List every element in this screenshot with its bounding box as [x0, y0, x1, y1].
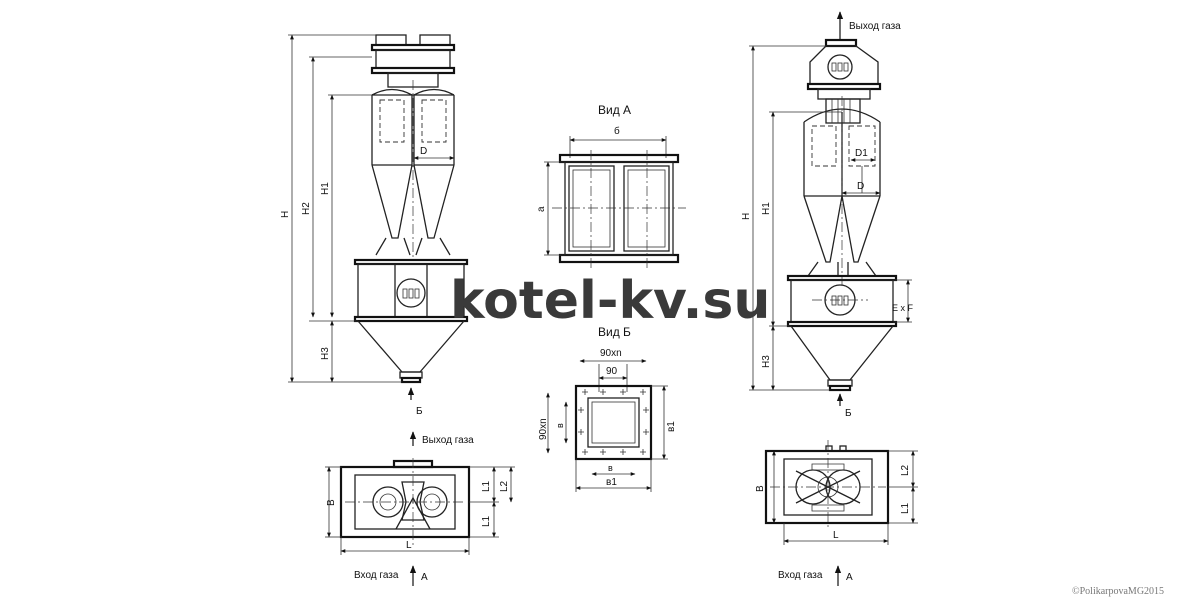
plan-right-inlet-arrow: А	[846, 572, 853, 583]
front-elevation-view: Б H H2 H1 H3 D	[280, 34, 469, 417]
plan-left-inlet-label: Вход газа	[354, 570, 399, 581]
plan-left-dim-l: L	[406, 540, 412, 551]
plan-right-dim-l1: L1	[900, 502, 911, 514]
side-arrow-label: Б	[845, 408, 852, 419]
front-arrow-label: Б	[416, 406, 423, 417]
front-dim-h3: H3	[320, 347, 331, 360]
view-b-title: Вид Б	[598, 325, 631, 339]
view-b-top-label-inner: 90	[606, 366, 618, 377]
plan-left-dim-l2: L2	[499, 480, 510, 492]
plan-left-inlet-arrow: А	[421, 572, 428, 583]
front-dim-h2: H2	[301, 202, 312, 215]
side-dim-d: D	[857, 181, 864, 192]
side-dim-d1: D1	[855, 148, 868, 159]
side-elevation-view: Выход газа	[741, 11, 914, 419]
view-b-top-label-outer: 90хn	[600, 348, 622, 359]
side-outlet-label: Выход газа	[849, 21, 901, 32]
plan-right-dim-b: B	[755, 485, 766, 492]
plan-right-dim-l2: L2	[900, 464, 911, 476]
front-dim-d: D	[420, 146, 427, 157]
view-b-bottom-label-outer: в1	[606, 477, 617, 488]
plan-left-dim-l1-top: L1	[481, 480, 492, 492]
plan-view-right: B L L2 L1 Вход газа А	[755, 440, 918, 586]
plan-left-dim-b: B	[326, 499, 337, 506]
view-b-left-label-outer: 90хn	[538, 418, 549, 440]
copyright: ©PolikarpovaMG2015	[1072, 586, 1164, 597]
view-a: Вид А б а	[536, 103, 686, 270]
view-a-height-label: а	[536, 206, 547, 212]
view-a-title: Вид А	[598, 103, 631, 117]
view-b: Вид Б 90хn 90 90хn в в1 в в1	[538, 325, 677, 492]
watermark: kotel-kv.su	[450, 271, 770, 331]
side-dim-h: H	[741, 213, 752, 220]
plan-view-left: Выход газа B L L1 L2 L1 Вход газа А	[325, 431, 515, 586]
side-dim-exf: E x F	[892, 303, 914, 313]
view-a-width-label: б	[614, 125, 620, 137]
view-b-right-label: в1	[666, 421, 677, 432]
plan-right-inlet-label: Вход газа	[778, 570, 823, 581]
plan-left-dim-l1-bottom: L1	[481, 515, 492, 527]
plan-left-outlet-label: Выход газа	[422, 435, 474, 446]
front-dim-h1: H1	[320, 182, 331, 195]
view-b-left-label-inner: в	[555, 423, 565, 428]
view-b-bottom-label-inner: в	[608, 463, 613, 473]
side-dim-h3: H3	[761, 355, 772, 368]
front-dim-h: H	[280, 211, 291, 218]
side-dim-h1: H1	[761, 202, 772, 215]
plan-right-dim-l: L	[833, 530, 839, 541]
